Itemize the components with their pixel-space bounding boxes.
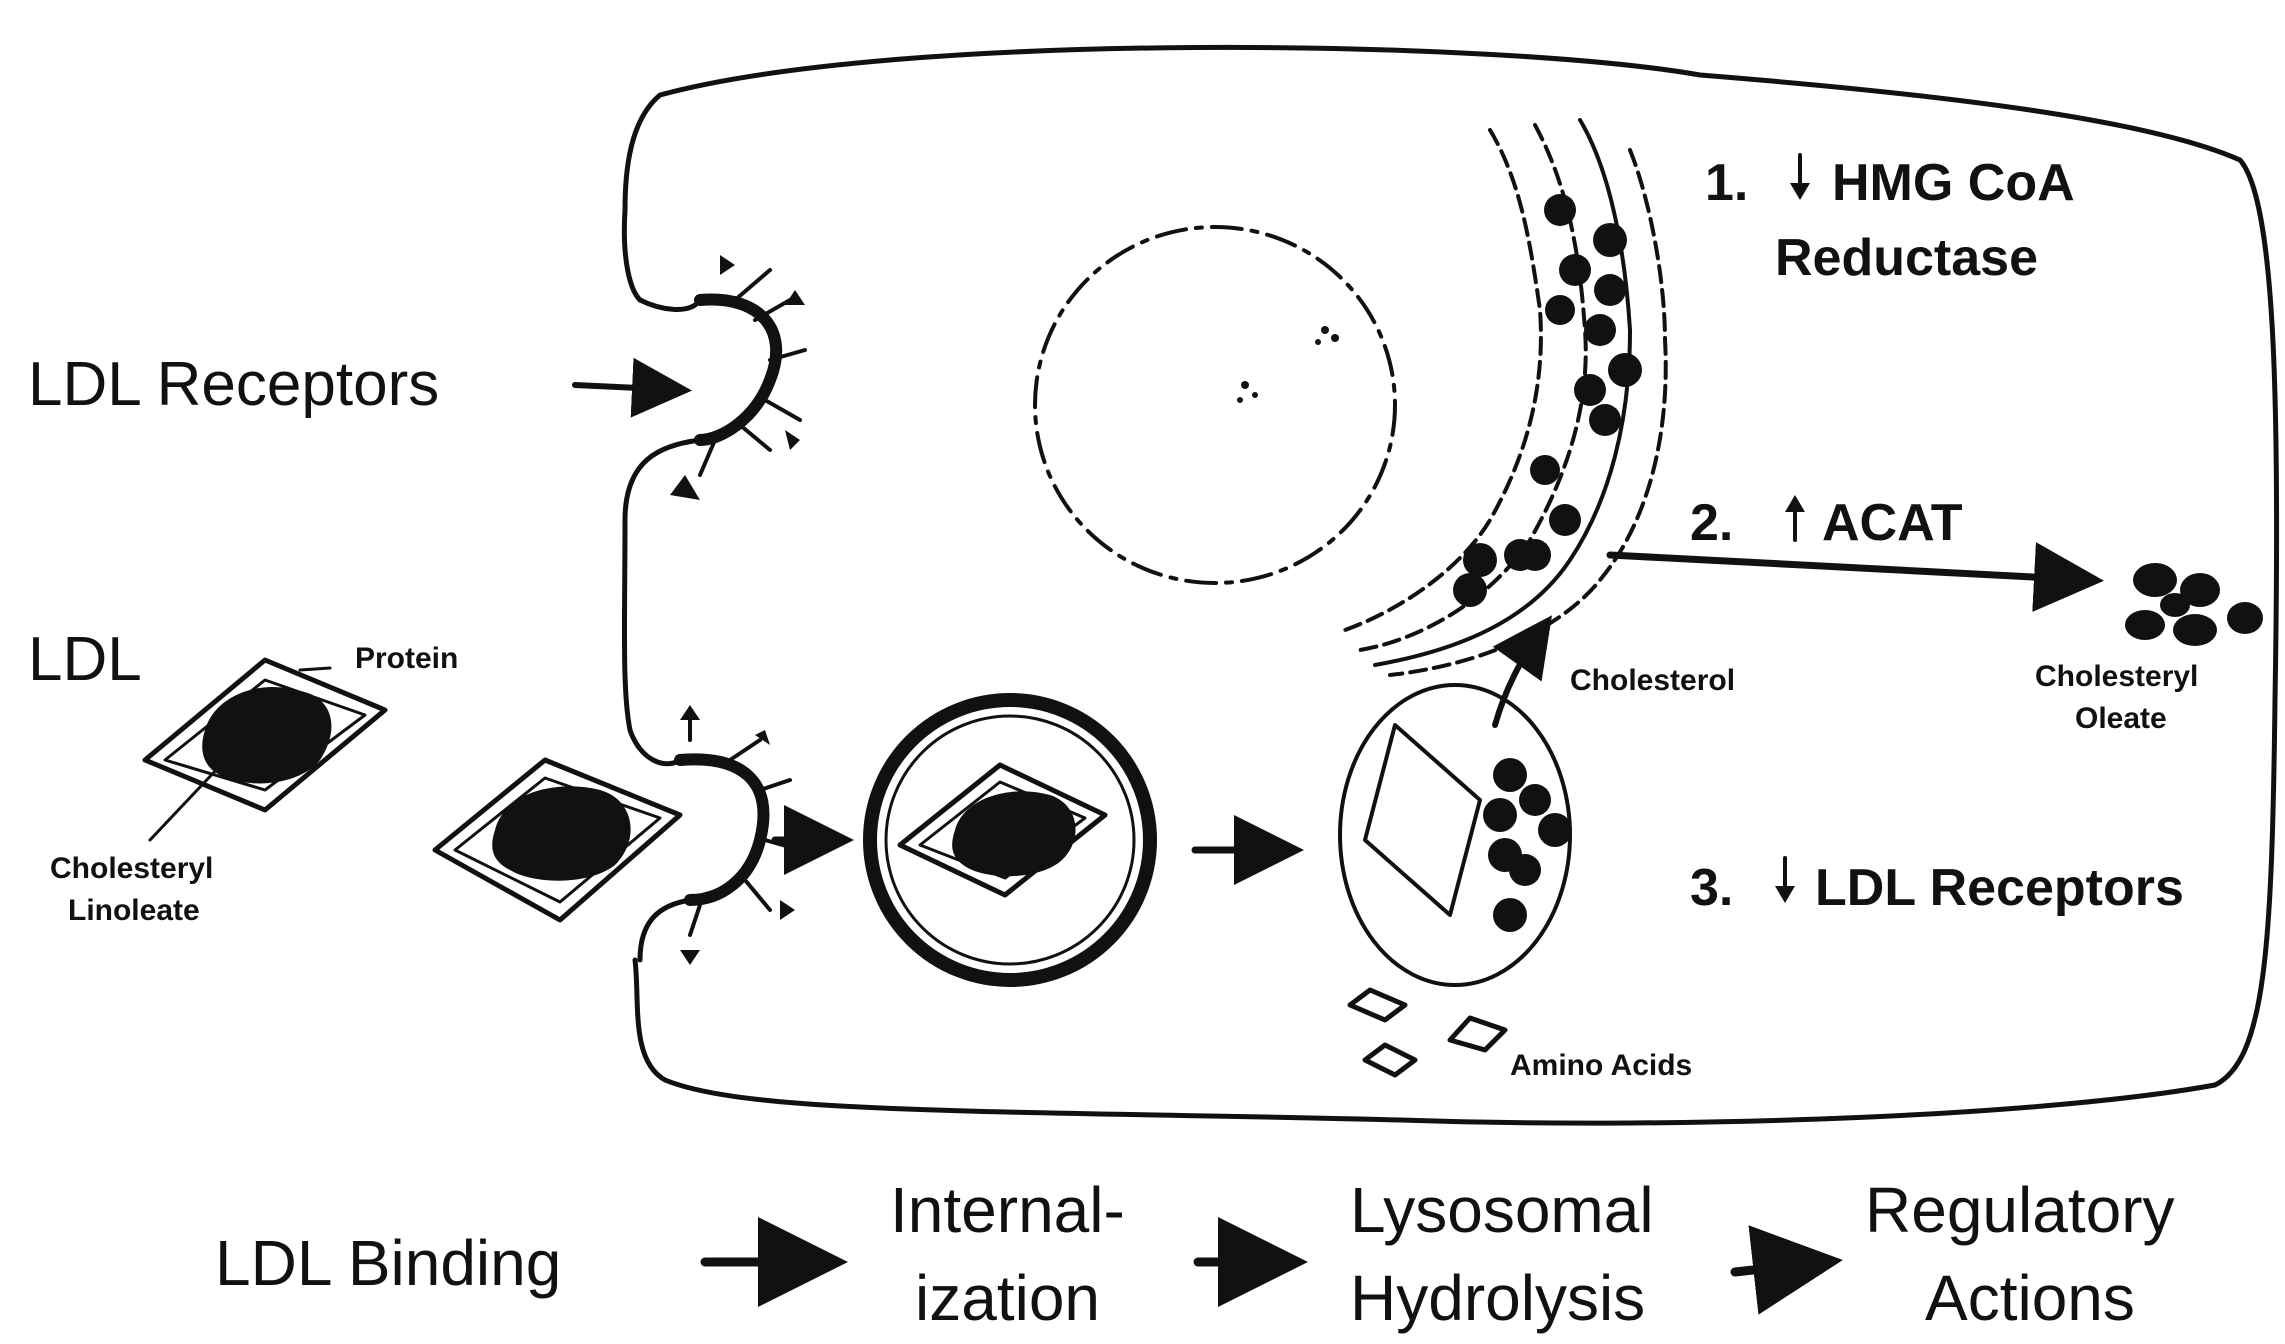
regulatory-effect-3: 3. LDL Receptors [1690,858,2184,917]
effect-line2: Reductase [1775,229,2038,287]
label-cholesteryl-linoleate-1: Cholesteryl [50,852,213,885]
effect-line1: HMG CoA [1832,154,2075,212]
label-ldl-receptors: LDL Receptors [28,350,439,419]
flow-step-3-line2: Hydrolysis [1350,1262,1645,1334]
flow-step-2-line1: Internal- [890,1174,1125,1246]
lysosome [1340,685,1572,985]
label-cholesterol: Cholesterol [1570,664,1735,697]
flow-step-4-line1: Regulatory [1865,1174,2175,1246]
label-cholesteryl-oleate-1: Cholesteryl [2035,660,2198,693]
coated-pit-lower [680,705,800,965]
coated-vesicle [870,700,1150,980]
nucleus [1035,227,1395,583]
nucleolus-dots [1237,326,1339,403]
label-protein: Protein [355,642,458,675]
down-arrow-icon [1775,858,1795,903]
regulatory-effect-1: 1. HMG CoA Reductase [1705,154,2075,287]
endoplasmic-reticulum [1345,120,1666,675]
coated-pit-upper [670,255,805,500]
label-amino-acids: Amino Acids [1510,1049,1692,1082]
flow-step-1: LDL Binding [215,1227,561,1299]
effect-number: 3. [1690,859,1733,917]
effect-line1: LDL Receptors [1815,859,2184,917]
lipid-droplets [1453,194,1642,607]
ldl-particle-bound [435,760,680,920]
effect-line1: ACAT [1822,494,1963,552]
flow-arrow [1735,1262,1825,1272]
flow-step-2-line2: ization [915,1262,1100,1334]
effect-number: 2. [1690,494,1733,552]
flow-step-3-line1: Lysosomal [1350,1174,1654,1246]
amino-acid-fragments [1350,990,1505,1075]
flow-step-4-line2: Actions [1925,1262,2135,1334]
up-arrow-icon [1785,495,1805,540]
membrane-segment [640,300,700,309]
arrow-acat [1610,555,2090,580]
label-cholesteryl-oleate-2: Oleate [2075,702,2167,735]
down-arrow-icon [1790,155,1810,200]
arrow-receptors [575,385,680,390]
ldl-particle-free [145,660,385,840]
label-ldl: LDL [28,625,142,694]
label-cholesteryl-linoleate-2: Linoleate [68,894,200,927]
flow-sequence: LDL Binding Internal- ization Lysosomal … [215,1174,2175,1334]
regulatory-effect-2: 2. ACAT [1690,494,1963,552]
effect-number: 1. [1705,154,1748,212]
cholesteryl-oleate-droplets [2125,563,2263,646]
